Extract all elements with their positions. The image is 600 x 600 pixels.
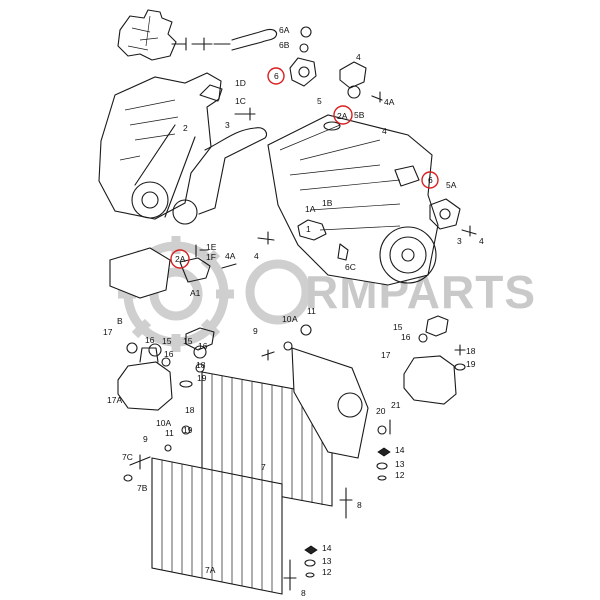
- part-label: 11: [165, 428, 174, 438]
- part-label: 15: [162, 336, 172, 346]
- part-label: 15: [183, 336, 193, 346]
- part-label: 7B: [137, 483, 148, 493]
- part-label: 16: [145, 335, 155, 345]
- part-label: 16: [164, 349, 174, 359]
- part-label: 6B: [279, 40, 290, 50]
- engine-mount-left: [117, 327, 215, 411]
- part-label: 14: [322, 543, 332, 553]
- engine-block-left: [98, 72, 268, 225]
- part-label: A: [292, 314, 298, 324]
- part-label: 4: [479, 236, 484, 246]
- part-label: 6C: [345, 262, 356, 272]
- highlight-circle-2a-left: [170, 249, 190, 269]
- part-label: 9: [253, 326, 258, 336]
- radiator-lower: [123, 425, 283, 595]
- part-label: 19: [197, 373, 207, 383]
- part-label: 18: [466, 346, 476, 356]
- engine-block-right: [257, 114, 477, 286]
- part-label: 19: [466, 359, 476, 369]
- part-label: A1: [190, 288, 201, 298]
- part-label: 4: [382, 126, 387, 136]
- part-label: 12: [395, 470, 405, 480]
- thermostat-housing-parts: [289, 26, 383, 103]
- part-label: 16: [198, 341, 208, 351]
- part-label: 7: [261, 462, 266, 472]
- highlight-circle-6-top: [267, 67, 285, 85]
- part-label: 7A: [205, 565, 216, 575]
- part-label: 12: [322, 567, 332, 577]
- part-label: 20: [376, 406, 386, 416]
- part-label: 10: [282, 314, 292, 324]
- part-label: 18: [185, 405, 195, 415]
- part-label: 1E: [206, 242, 217, 252]
- part-label: 10A: [156, 418, 171, 428]
- carburetor-assembly: [117, 9, 278, 61]
- part-label: 11: [307, 306, 316, 316]
- highlight-circle-6-right: [421, 171, 439, 189]
- part-label: 13: [322, 556, 332, 566]
- radiator-main: [201, 324, 391, 507]
- part-label: 3: [457, 236, 462, 246]
- part-label: 4A: [384, 97, 395, 107]
- part-label: 4: [356, 52, 361, 62]
- part-label: 6: [274, 71, 279, 81]
- engine-mount-bracket-left: [109, 244, 237, 299]
- part-label: 6: [428, 175, 433, 185]
- part-label: 1: [306, 224, 311, 234]
- part-label: 1B: [322, 198, 333, 208]
- part-label: 13: [395, 459, 405, 469]
- part-label: 2: [183, 123, 188, 133]
- highlight-circle-2a-top: [333, 105, 353, 125]
- fasteners-right: [283, 447, 391, 591]
- part-label: 18: [196, 360, 206, 370]
- part-label: 1F: [206, 252, 216, 262]
- part-label: 8: [357, 500, 362, 510]
- part-label: 1C: [235, 96, 246, 106]
- part-label: 1D: [235, 78, 246, 88]
- engine-mount-right: [403, 315, 466, 405]
- part-label: 7C: [122, 452, 133, 462]
- part-label: 6A: [279, 25, 290, 35]
- part-label: 16: [401, 332, 411, 342]
- part-label: 15: [393, 322, 403, 332]
- part-label: 17A: [107, 395, 122, 405]
- part-label: 17: [381, 350, 391, 360]
- part-label: 21: [391, 400, 401, 410]
- part-label: 5A: [446, 180, 457, 190]
- part-label: 4A: [225, 251, 236, 261]
- part-label: 9: [143, 434, 148, 444]
- part-label: 17: [103, 327, 113, 337]
- part-label: 5: [317, 96, 322, 106]
- part-label: 5B: [354, 110, 365, 120]
- part-label: 8: [301, 588, 306, 598]
- part-label: 1A: [305, 204, 316, 214]
- part-label: 3: [225, 120, 230, 130]
- part-label: B: [117, 316, 123, 326]
- part-label: 2A: [175, 254, 186, 264]
- part-label: 4: [254, 251, 259, 261]
- highlight-marks: [170, 67, 439, 269]
- part-label: 14: [395, 445, 405, 455]
- part-label: 2A: [337, 111, 348, 121]
- part-label: 19: [183, 425, 193, 435]
